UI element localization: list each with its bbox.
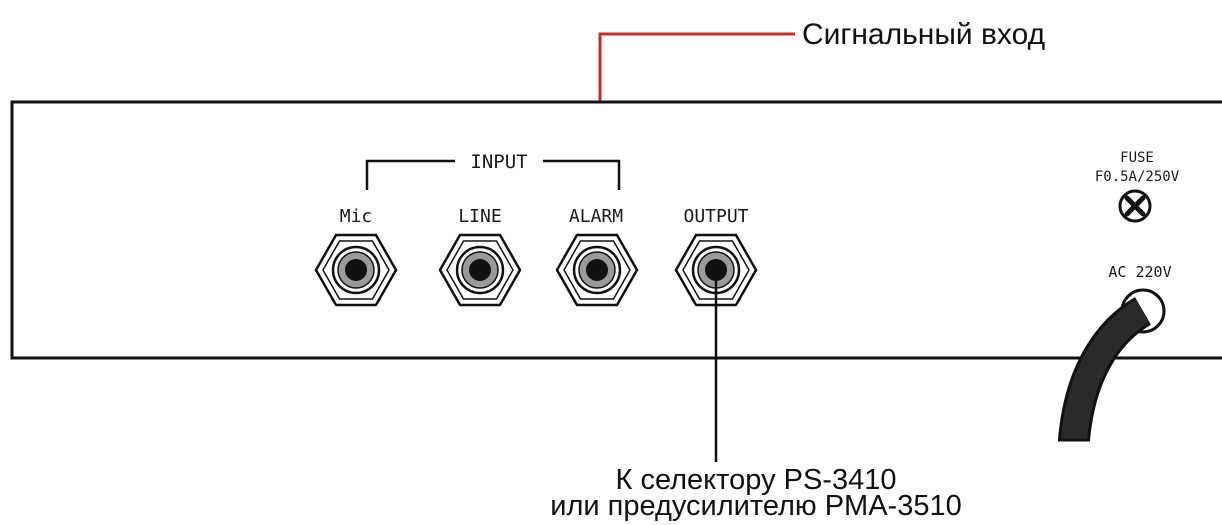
input-group-label: INPUT (470, 151, 527, 173)
jack-label-alarm: ALARM (569, 206, 623, 227)
rear-panel (10, 100, 1222, 360)
fuse-label: FUSE (1120, 150, 1154, 166)
line-jack (438, 233, 522, 307)
input-group-bracket: INPUT (365, 151, 621, 190)
signal-input-callout-text: Сигнальный вход (802, 18, 1045, 51)
fuse-cross-icon (1118, 189, 1152, 223)
jack-label-mic: Mic (340, 206, 373, 227)
fuse-rating: F0.5A/250V (1095, 169, 1180, 185)
output-callout-line2: или предусилителю PMA-3510 (550, 490, 961, 522)
output-callout-line1: К селектору PS-3410 (616, 464, 897, 496)
jack-label-output: OUTPUT (683, 206, 748, 227)
jack-label-line: LINE (458, 206, 501, 227)
mic-jack (314, 233, 398, 307)
alarm-jack (555, 233, 639, 307)
ac-power-label: AC 220V (1108, 263, 1171, 281)
power-cable-icon (1058, 297, 1152, 442)
fuse: FUSE F0.5A/250V (1095, 150, 1180, 223)
